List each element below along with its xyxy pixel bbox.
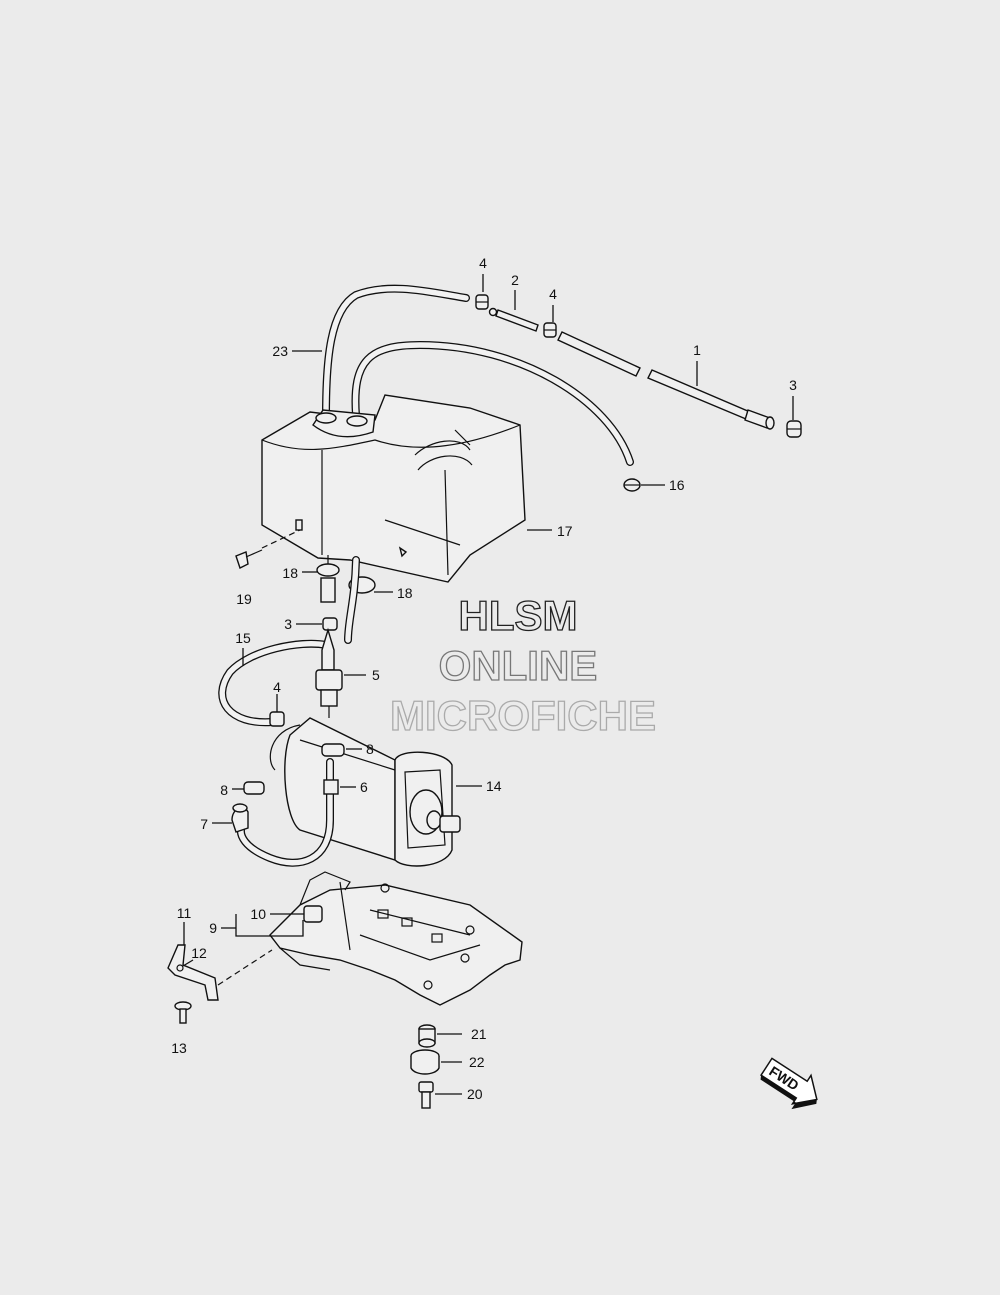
callout-11: 11 bbox=[177, 905, 192, 921]
callout-14: 14 bbox=[486, 778, 502, 794]
callout-20: 20 bbox=[467, 1086, 483, 1102]
callout-22: 22 bbox=[469, 1054, 485, 1070]
fitting-2 bbox=[488, 307, 539, 332]
bolt-20 bbox=[418, 1081, 434, 1109]
callout-12: 12 bbox=[191, 945, 207, 961]
clamp-4-right bbox=[543, 322, 557, 338]
clamp-8-upper bbox=[321, 743, 345, 757]
grommet-18-right bbox=[344, 556, 376, 644]
callout-23: 23 bbox=[272, 343, 288, 359]
screw-13 bbox=[174, 1001, 192, 1024]
clamp-4-top bbox=[475, 294, 489, 310]
clamp-4-middle bbox=[269, 711, 285, 727]
callout-5: 5 bbox=[372, 667, 380, 683]
callout-9: 9 bbox=[209, 920, 217, 936]
elbow-7 bbox=[231, 803, 249, 833]
vapor-separator-tank-17 bbox=[261, 394, 526, 583]
fwd-arrow: FWD bbox=[760, 1057, 818, 1110]
clip-11-12 bbox=[167, 944, 273, 1001]
clamp-3-top bbox=[786, 420, 802, 438]
canister-14 bbox=[269, 717, 461, 867]
watermark-line-2: ONLINE bbox=[439, 642, 598, 689]
callout-6: 6 bbox=[360, 779, 368, 795]
watermark-line-1: HLSM bbox=[459, 592, 578, 639]
callout-4-top: 4 bbox=[479, 255, 487, 271]
connector-5 bbox=[315, 627, 343, 718]
callout-18-right: 18 bbox=[397, 585, 413, 601]
screw-19 bbox=[235, 529, 301, 569]
clamp-8-lower bbox=[243, 781, 265, 795]
clamp-3-middle bbox=[322, 617, 338, 631]
hose-6 bbox=[237, 758, 339, 867]
callout-16: 16 bbox=[669, 477, 685, 493]
hose-to-clamp-16 bbox=[351, 340, 634, 466]
hose-1 bbox=[557, 331, 775, 430]
callout-3-top: 3 bbox=[789, 377, 797, 393]
callout-18-left: 18 bbox=[282, 565, 298, 581]
hose-15 bbox=[218, 639, 330, 727]
callout-17: 17 bbox=[557, 523, 573, 539]
callout-21: 21 bbox=[471, 1026, 487, 1042]
callout-3-middle: 3 bbox=[284, 616, 292, 632]
callout-7: 7 bbox=[200, 816, 208, 832]
callout-labels: 4 2 4 1 3 23 16 17 18 18 19 3 15 5 4 8 1… bbox=[171, 255, 797, 1102]
watermark: HLSM ONLINE MICROFICHE bbox=[389, 591, 656, 739]
callout-19: 19 bbox=[236, 591, 252, 607]
callout-8-lower: 8 bbox=[220, 782, 228, 798]
callout-13: 13 bbox=[171, 1040, 187, 1056]
callout-10: 10 bbox=[250, 906, 266, 922]
callout-15: 15 bbox=[235, 630, 251, 646]
grommet-22 bbox=[410, 1049, 440, 1075]
collar-21 bbox=[418, 1024, 436, 1048]
callout-2: 2 bbox=[511, 272, 519, 288]
watermark-line-3: MICROFICHE bbox=[390, 692, 656, 739]
grommet-18-left bbox=[316, 555, 340, 603]
callout-1: 1 bbox=[693, 342, 701, 358]
callout-4-middle: 4 bbox=[273, 679, 281, 695]
clamp-16 bbox=[623, 478, 641, 492]
hose-23 bbox=[322, 284, 470, 419]
leader-lines bbox=[182, 274, 794, 1095]
callout-8-upper: 8 bbox=[366, 741, 374, 757]
grommet-10 bbox=[303, 905, 323, 923]
callout-4-right: 4 bbox=[549, 286, 557, 302]
bracket-9 bbox=[269, 871, 523, 1006]
